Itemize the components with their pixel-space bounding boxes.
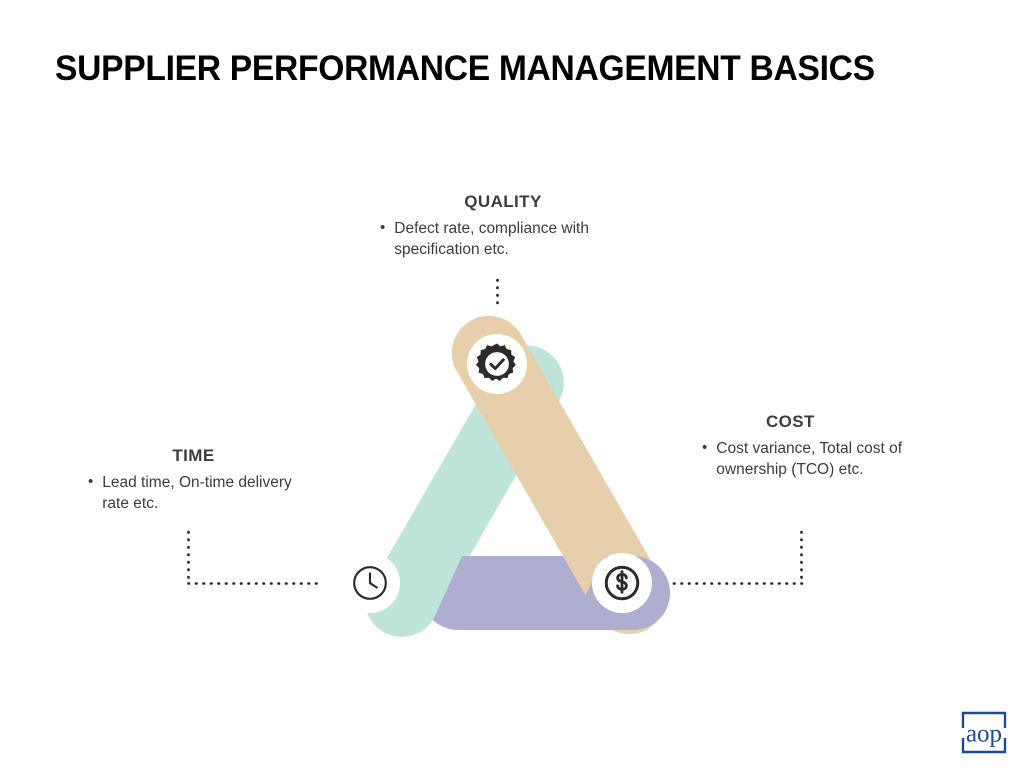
badge-check-icon [476,343,516,382]
time-heading: TIME [172,446,215,465]
bullet-marker: • [380,219,386,236]
bullet-marker: • [702,439,708,456]
quality-heading: QUALITY [464,192,542,211]
aop-logo: aop [958,708,1010,756]
time-bullet-text: Lead time, On-time delivery rate etc. [102,474,292,512]
cost-bullet-text: Cost variance, Total cost of ownership (… [716,440,903,478]
cost-bullet-row: • Cost variance, Total cost of ownership… [700,438,930,480]
cost-icon-disc [592,553,652,613]
label-quality: QUALITY • Defect rate, compliance with s… [378,192,628,260]
time-icon-disc [340,553,400,613]
quality-bullet-text: Defect rate, compliance with specificati… [394,220,589,258]
page-title: SUPPLIER PERFORMANCE MANAGEMENT BASICS [55,49,875,88]
clock-icon [353,566,387,600]
label-cost: COST • Cost variance, Total cost of owne… [700,412,930,480]
aop-logo-text: aop [966,721,1002,748]
bullet-marker: • [88,473,94,490]
label-time: TIME • Lead time, On-time delivery rate … [86,446,301,514]
quality-icon-disc [467,334,527,394]
quality-bullet-row: • Defect rate, compliance with specifica… [378,218,628,260]
dollar-circle-icon [604,565,640,601]
connector-quality [490,278,508,313]
connector-time [182,528,330,599]
connector-cost [666,528,814,599]
time-bullet-row: • Lead time, On-time delivery rate etc. [86,472,301,514]
cost-heading: COST [766,412,815,431]
